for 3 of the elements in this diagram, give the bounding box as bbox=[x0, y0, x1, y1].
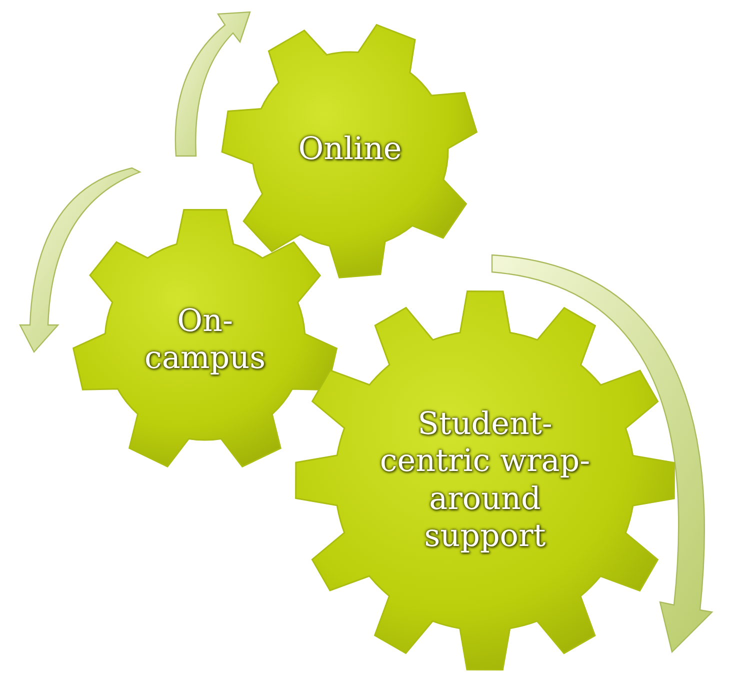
gear-label: On-campus bbox=[144, 302, 266, 378]
gear-label: Online bbox=[298, 131, 402, 169]
gear-label: Student-centric wrap-around support bbox=[378, 406, 592, 555]
